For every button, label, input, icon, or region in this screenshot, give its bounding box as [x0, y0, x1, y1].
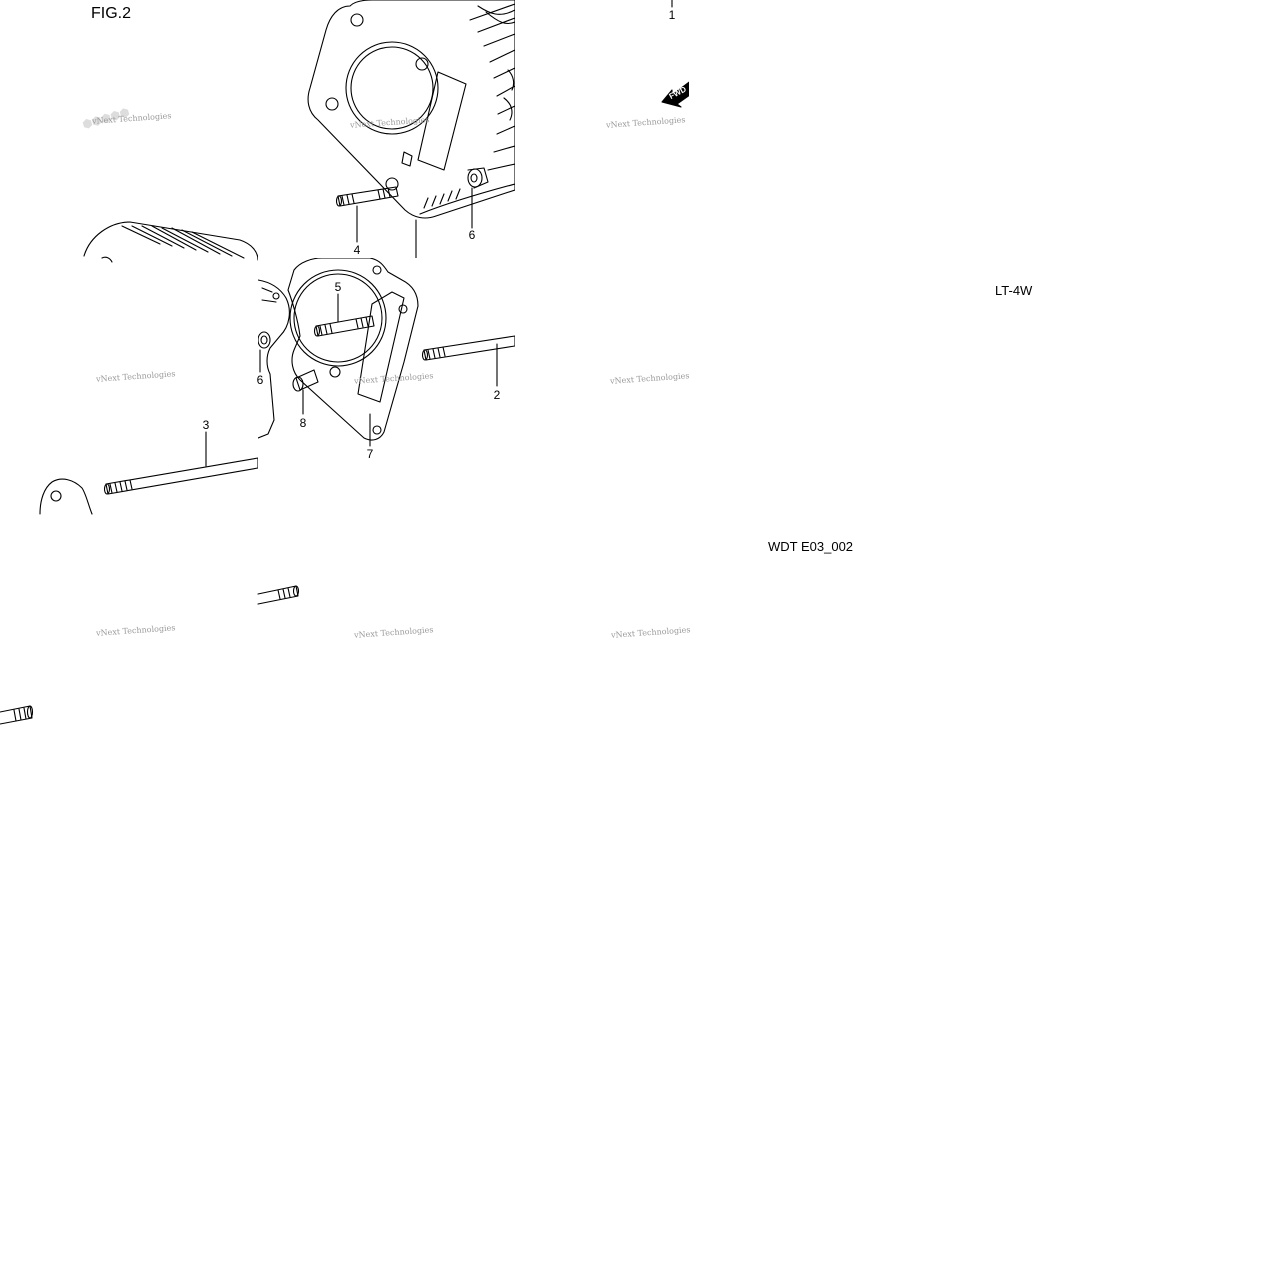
callout-5: 5: [334, 280, 342, 294]
drawing-code: WDT E03_002: [768, 539, 854, 554]
cylinder-block: [307, 0, 515, 258]
model-code: LT-4W: [995, 283, 1033, 298]
callout-6: 6: [468, 228, 476, 242]
callout-4: 4: [353, 243, 361, 257]
callout-2: 2: [493, 388, 501, 402]
base-gasket-area: [258, 258, 515, 447]
left-cylinder-view: [39, 221, 258, 515]
callout-3: 3: [202, 418, 210, 432]
callout-8: 8: [299, 416, 307, 430]
callout-6-left: 6: [256, 373, 264, 387]
callout-1: 1: [668, 8, 676, 22]
callout-7: 7: [366, 447, 374, 461]
loose-stud-b: [0, 705, 34, 725]
forward-arrow: [661, 81, 689, 108]
loose-stud-a: [257, 585, 300, 605]
figure-title: FIG.2: [91, 5, 132, 22]
